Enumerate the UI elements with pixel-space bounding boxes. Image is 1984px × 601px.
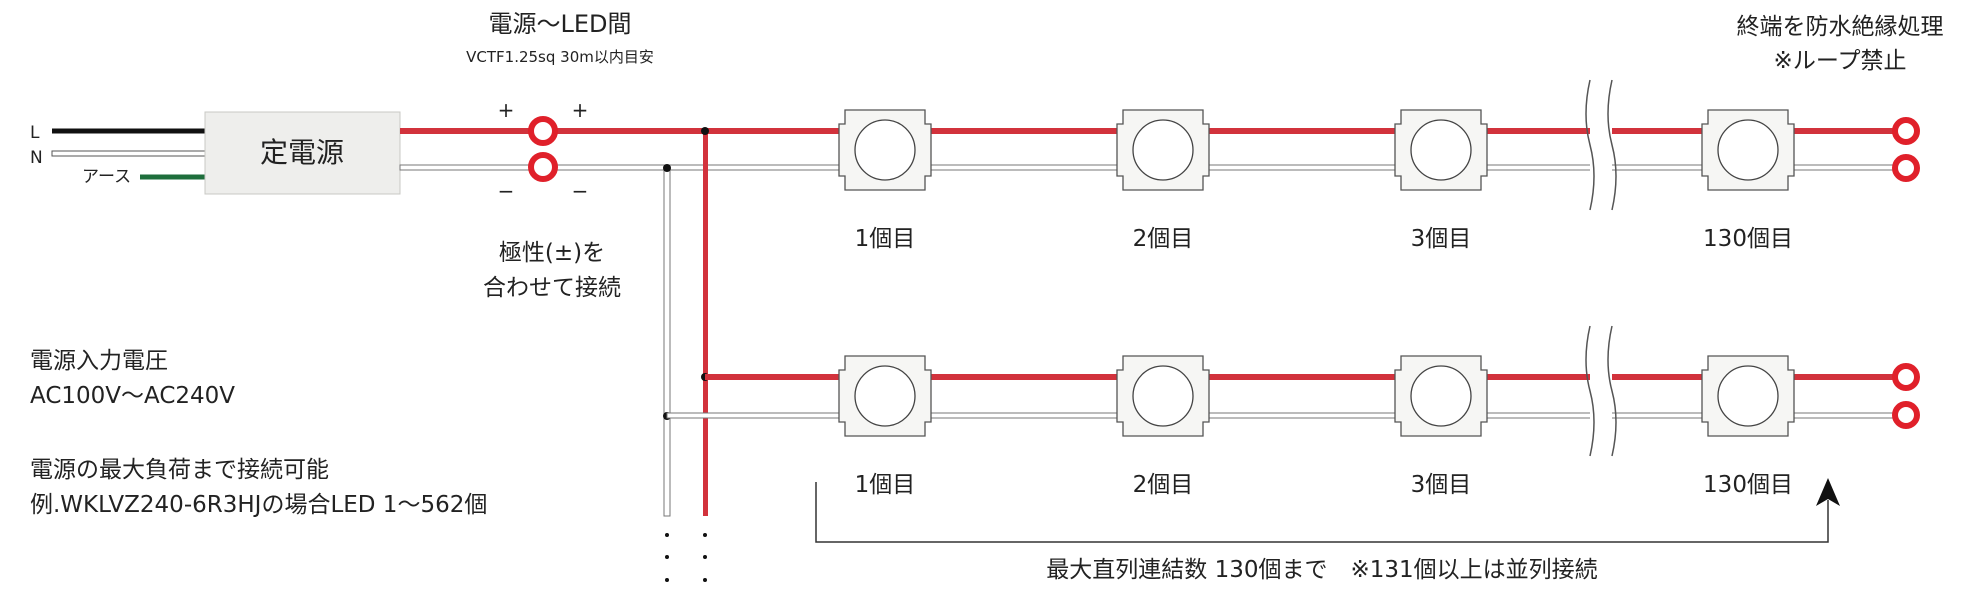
input-voltage-value: AC100V〜AC240V [30,383,235,409]
series-bracket [815,478,1840,543]
psu-to-led-spec: VCTF1.25sq 30m以内目安 [466,48,654,66]
row-1-terminal-minus [1892,154,1920,182]
polarity-connectors: + + − − [498,98,589,203]
n-label: N [30,148,43,168]
led-module [838,355,932,437]
terminal-note-line1: 終端を防水絶縁処理 [1737,14,1944,40]
row-1-label-3: 3個目 [1411,226,1472,252]
earth-label: アース [82,167,131,187]
led-module [1394,109,1488,191]
row-2-label-4: 130個目 [1703,472,1793,498]
row-2-break [1585,325,1617,457]
row-2-label-3: 3個目 [1411,472,1472,498]
row-2-red-wire [705,374,1900,380]
power-supply: 定電源 [204,111,401,195]
row-1-label-1: 1個目 [855,226,916,252]
terminals [1892,117,1920,429]
minus-left-label: − [498,179,515,203]
power-supply-box [204,111,401,195]
branch-wires [663,127,709,582]
branch-white-wire [663,167,671,517]
arrow-up-icon [1816,478,1840,506]
terminal-note-line2: ※ループ禁止 [1774,48,1907,74]
row-1-label-2: 2個目 [1133,226,1194,252]
polarity-note-line2: 合わせて接続 [483,275,621,301]
row-1-label-4: 130個目 [1703,226,1793,252]
max-load-line1: 電源の最大負荷まで接続可能 [30,457,329,483]
psu-to-led-title: 電源〜LED間 [488,10,631,38]
led-module [1116,355,1210,437]
row-1-terminal-plus [1892,117,1920,145]
row-2-label-2: 2個目 [1133,472,1194,498]
plus-connector [528,116,558,146]
branch-red-wire [703,131,708,516]
row-2-leds [838,355,1795,437]
l-label: L [30,123,40,143]
n-wire [51,150,206,157]
led-module [1701,355,1795,437]
input-voltage-title: 電源入力電圧 [30,348,168,374]
power-supply-label: 定電源 [260,136,344,169]
minus-right-label: − [572,179,589,203]
max-load-line2: 例.WKLVZ240-6R3HJの場合LED 1〜562個 [30,492,487,518]
row-1-break [1585,79,1617,211]
plus-left-label: + [498,98,515,122]
led-module [1116,109,1210,191]
input-wires: L N アース [30,123,206,187]
led-module [838,109,932,191]
row-1-leds [838,109,1795,191]
row-2-terminal-minus [1892,401,1920,429]
led-module [1394,355,1488,437]
row-2-terminal-plus [1892,363,1920,391]
row-2-label-1: 1個目 [855,472,916,498]
plus-right-label: + [572,98,589,122]
led-module [1701,109,1795,191]
polarity-note-line1: 極性(±)を [499,240,605,266]
series-note: 最大直列連結数 130個まで ※131個以上は並列接続 [1046,557,1597,583]
minus-connector [528,152,558,182]
